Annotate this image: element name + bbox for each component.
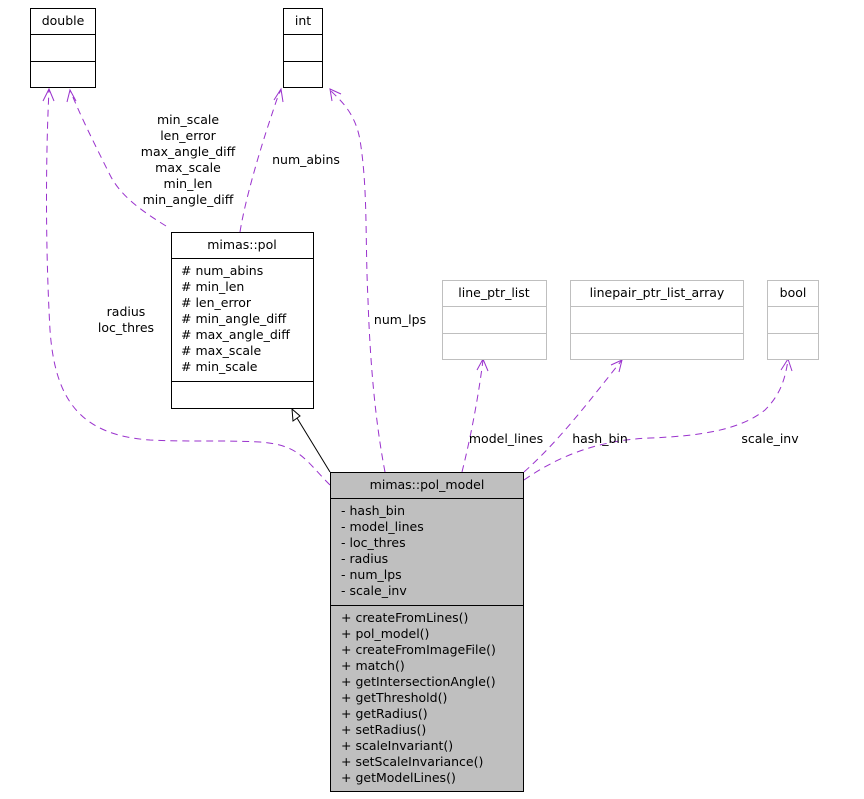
class-line-ptr-list[interactable]: line_ptr_list: [442, 280, 547, 360]
edge-label-num-abins: num_abins: [272, 152, 340, 167]
pol-attribute: # min_angle_diff: [181, 311, 287, 326]
edge-model-to-int-arrowhead: [329, 88, 342, 102]
edge-label-model-lines: model_lines: [469, 431, 543, 446]
pol-model-attribute: - model_lines: [341, 519, 424, 534]
class-pol-model-name: mimas::pol_model: [370, 477, 485, 492]
pol-model-method: + setRadius(): [341, 722, 426, 737]
edge-labels: min_scale len_error max_angle_diff max_s…: [98, 112, 799, 446]
class-line-ptr-list-name: line_ptr_list: [458, 285, 529, 300]
pol-attribute: # max_angle_diff: [181, 327, 290, 342]
edge-model-inherits-pol: [296, 417, 331, 473]
pol-model-method: + getRadius(): [341, 706, 428, 721]
edge-model-to-bool: [523, 359, 789, 481]
class-pol-model[interactable]: mimas::pol_model - hash_bin - model_line…: [330, 472, 524, 792]
pol-model-attribute: - radius: [341, 551, 388, 566]
class-int-box: [283, 8, 323, 88]
pol-attribute: # min_len: [181, 279, 244, 294]
edge-label-num-lps: num_lps: [374, 312, 426, 327]
pol-attribute: # num_abins: [181, 263, 263, 278]
class-pol-name: mimas::pol: [207, 237, 276, 252]
class-int-name: int: [295, 13, 311, 28]
pol-model-method: + scaleInvariant(): [341, 738, 453, 753]
pol-model-method: + getModelLines(): [341, 770, 456, 785]
edge-pol-to-double-arrowhead: [66, 88, 77, 103]
edge-model-to-line-ptr-list: [461, 359, 484, 473]
pol-attribute: # len_error: [181, 295, 252, 310]
pol-model-method: + getThreshold(): [341, 690, 447, 705]
class-linepair-ptr-list-array-box: [570, 280, 744, 360]
edge-label-len-error: len_error: [160, 128, 216, 143]
edge-label-max-angle-diff: max_angle_diff: [141, 144, 236, 159]
class-pol-model-box: [330, 472, 524, 792]
pol-model-method: + setScaleInvariance(): [341, 754, 483, 769]
edge-model-to-double-arrowhead: [42, 87, 55, 102]
edge-model-to-int: [329, 89, 386, 473]
pol-model-method: + createFromImageFile(): [341, 642, 496, 657]
class-line-ptr-list-box: [442, 280, 547, 360]
class-double[interactable]: double: [30, 8, 96, 88]
pol-model-method: + match(): [341, 658, 405, 673]
pol-model-method: + createFromLines(): [341, 610, 468, 625]
class-double-box: [30, 8, 96, 88]
pol-model-method: + pol_model(): [341, 626, 429, 641]
edge-label-hash-bin: hash_bin: [572, 431, 628, 446]
edge-pol-to-double: [69, 89, 167, 227]
pol-model-attribute: - hash_bin: [341, 503, 405, 518]
pol-model-attribute: - loc_thres: [341, 535, 406, 550]
edge-label-min-scale: min_scale: [157, 112, 219, 127]
class-linepair-ptr-list-array[interactable]: linepair_ptr_list_array: [570, 280, 744, 360]
pol-attribute: # min_scale: [181, 359, 258, 374]
class-pol-box: [171, 232, 314, 409]
edge-pol-to-int-arrowhead: [273, 87, 284, 103]
class-pol[interactable]: mimas::pol # num_abins # min_len # len_e…: [171, 232, 314, 409]
pol-model-method: + getIntersectionAngle(): [341, 674, 496, 689]
edge-label-min-len: min_len: [164, 176, 213, 191]
edge-label-max-scale: max_scale: [155, 160, 221, 175]
class-bool-name: bool: [780, 285, 807, 300]
edge-label-scale-inv: scale_inv: [741, 431, 799, 446]
edge-model-to-double: [46, 89, 331, 486]
edges: [42, 87, 793, 486]
class-int[interactable]: int: [283, 8, 323, 88]
pol-model-attribute: - scale_inv: [341, 583, 407, 598]
pol-model-attribute: - num_lps: [341, 567, 402, 582]
inheritance-arrowhead: [291, 407, 301, 422]
class-double-name: double: [42, 13, 85, 28]
pol-attribute: # max_scale: [181, 343, 261, 358]
edge-label-min-angle-diff: min_angle_diff: [143, 192, 234, 207]
edge-label-loc-thres: loc_thres: [98, 320, 154, 335]
edge-pol-to-int: [239, 89, 282, 233]
edge-label-radius: radius: [107, 304, 146, 319]
class-bool-box: [767, 280, 819, 360]
class-bool[interactable]: bool: [767, 280, 819, 360]
class-linepair-ptr-list-array-name: linepair_ptr_list_array: [590, 285, 725, 300]
edge-model-to-linepair: [523, 359, 623, 473]
